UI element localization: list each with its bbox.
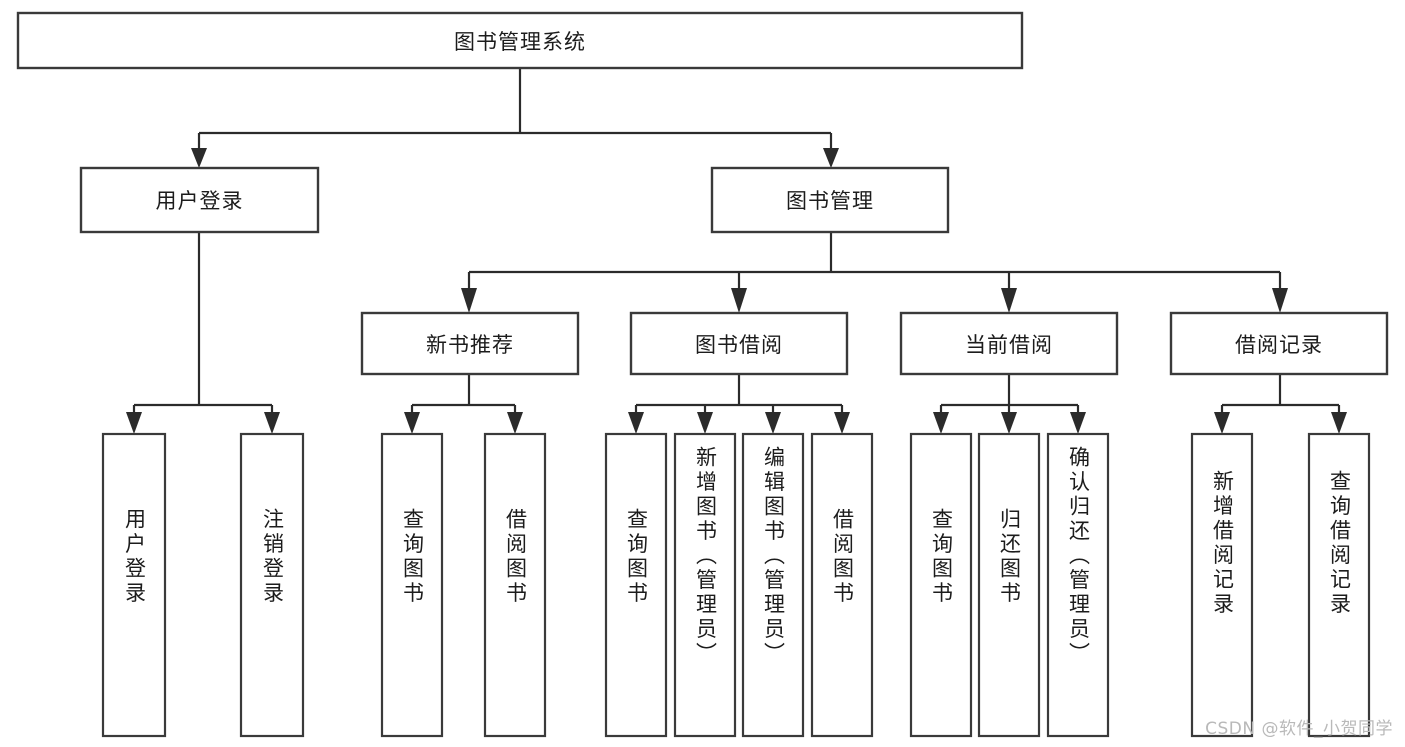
leaf-current-borrow-0[interactable] [909, 432, 973, 738]
arrowhead-new-book [461, 288, 477, 313]
leaf-user-login-0[interactable] [101, 432, 167, 738]
edges-current-borrow-to-leaves [933, 374, 1086, 434]
arrowhead-current-borrow [1001, 288, 1017, 313]
arrowhead-user-login [191, 148, 207, 168]
arrowhead-br-leaf-1 [1331, 412, 1347, 434]
arrowhead-nb-leaf-1 [507, 412, 523, 434]
arrowhead-bb-leaf-1 [697, 412, 713, 434]
leaf-current-borrow-1[interactable] [977, 432, 1041, 738]
arrowhead-cb-leaf-0 [933, 412, 949, 434]
leaf-current-borrow-2[interactable] [1046, 432, 1110, 738]
node-root[interactable] [16, 11, 1024, 70]
leaf-book-borrow-2[interactable] [741, 432, 805, 738]
node-current-borrow[interactable] [899, 311, 1119, 376]
arrowhead-ul-leaf-0 [126, 412, 142, 434]
edges-borrow-record-to-leaves [1214, 374, 1347, 434]
arrowhead-book-manage [823, 148, 839, 168]
edges-new-book-to-leaves [404, 374, 523, 434]
edges-user-login-to-leaves [126, 232, 280, 434]
node-book-borrow[interactable] [629, 311, 849, 376]
leaf-new-book-1[interactable] [483, 432, 547, 738]
node-book-manage[interactable] [710, 166, 950, 234]
arrowhead-nb-leaf-0 [404, 412, 420, 434]
arrowhead-book-borrow [731, 288, 747, 313]
leaf-book-borrow-1[interactable] [673, 432, 737, 738]
arrowhead-cb-leaf-2 [1070, 412, 1086, 434]
leaf-borrow-record-0[interactable] [1190, 432, 1254, 738]
leaf-new-book-0[interactable] [380, 432, 444, 738]
edges-book-manage-to-level3 [461, 232, 1288, 313]
node-new-book[interactable] [360, 311, 580, 376]
arrowhead-borrow-record [1272, 288, 1288, 313]
arrowhead-bb-leaf-3 [834, 412, 850, 434]
edges-root-to-level2 [191, 68, 839, 168]
arrowhead-ul-leaf-1 [264, 412, 280, 434]
arrowhead-bb-leaf-2 [765, 412, 781, 434]
leaf-book-borrow-3[interactable] [810, 432, 874, 738]
node-borrow-record[interactable] [1169, 311, 1389, 376]
arrowhead-bb-leaf-0 [628, 412, 644, 434]
arrowhead-br-leaf-0 [1214, 412, 1230, 434]
edges-book-borrow-to-leaves [628, 374, 850, 434]
node-user-login[interactable] [79, 166, 320, 234]
leaf-borrow-record-1[interactable] [1307, 432, 1371, 738]
leaf-user-login-1[interactable] [239, 432, 305, 738]
arrowhead-cb-leaf-1 [1001, 412, 1017, 434]
leaf-book-borrow-0[interactable] [604, 432, 668, 738]
